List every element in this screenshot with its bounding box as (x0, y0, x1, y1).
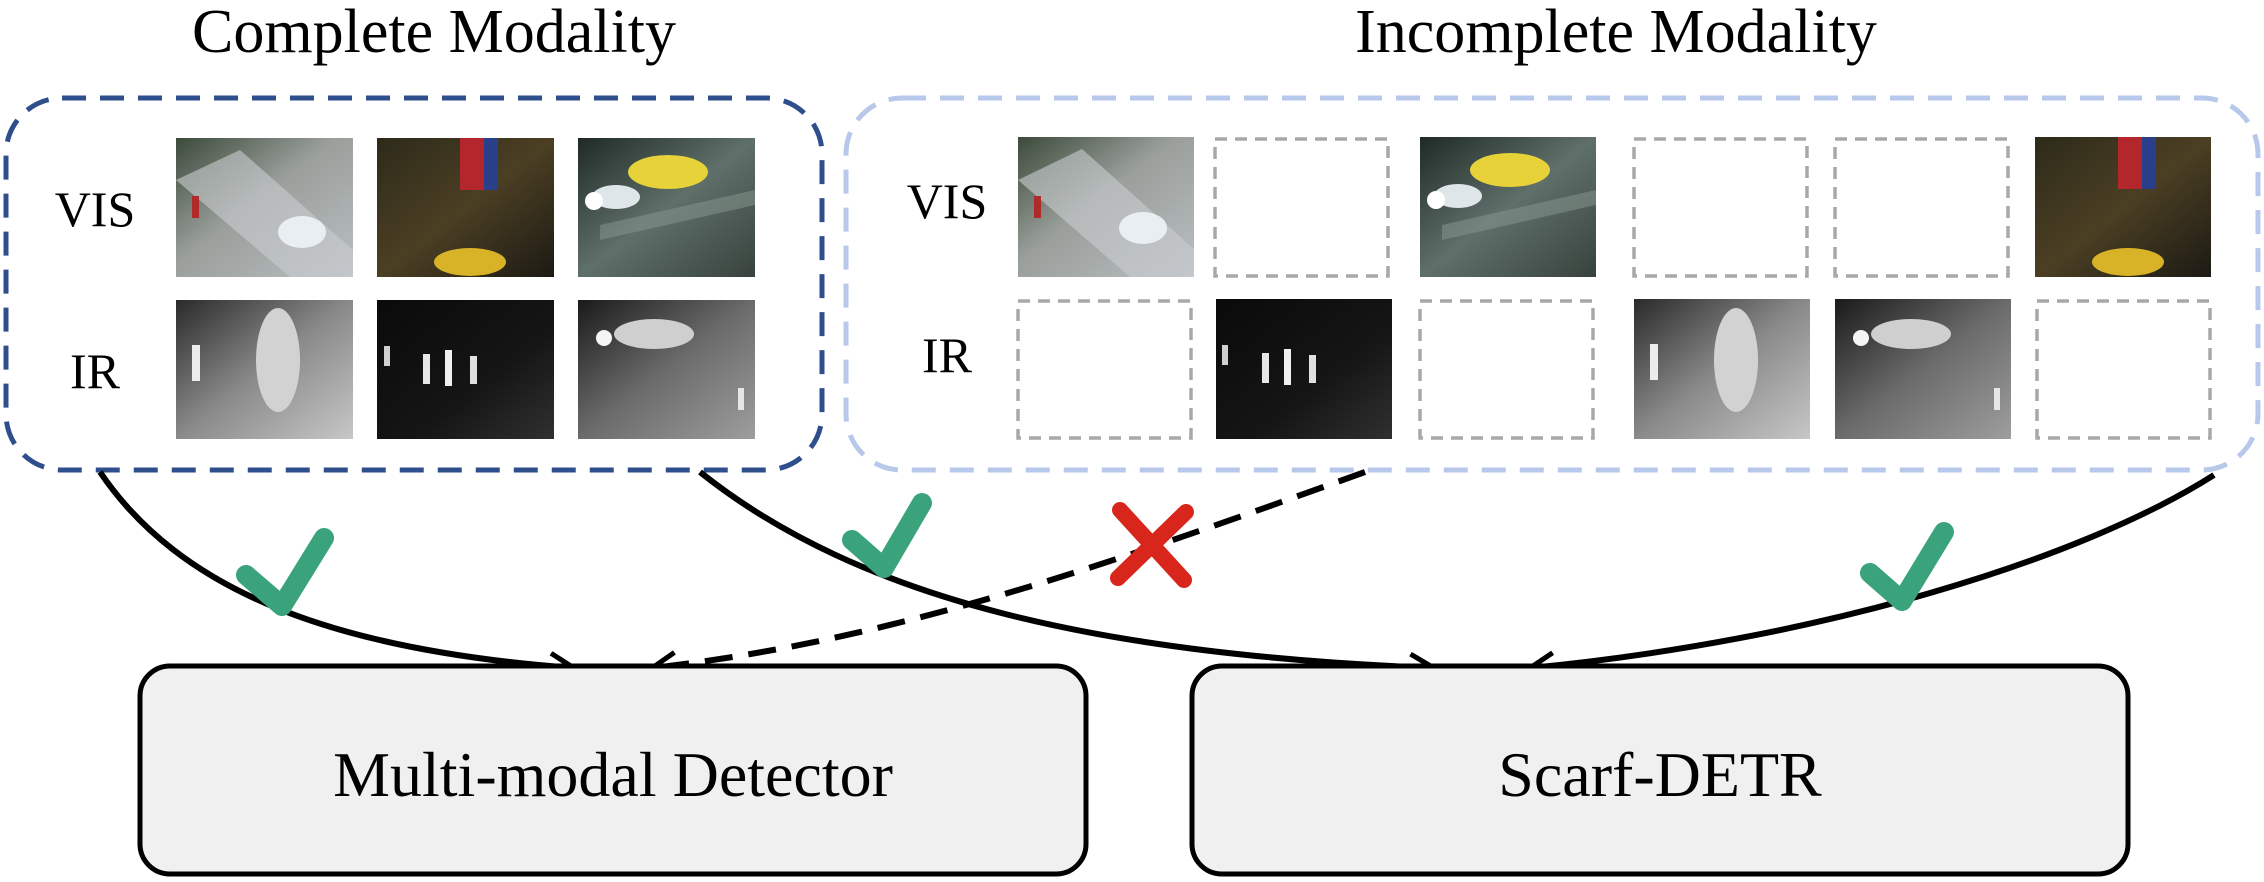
arrow-incomplete-to-multimodal (652, 469, 1367, 668)
cross-icon (1110, 502, 1194, 588)
complete-ir-thumbnails (176, 300, 755, 439)
ir-thumbnail (377, 300, 554, 439)
incomplete-vis-row (1018, 137, 2211, 278)
check-icon (842, 493, 932, 578)
ir-thumbnail (1835, 299, 2011, 439)
incomplete-modality-box (843, 95, 2261, 473)
scarf-detr-label: Scarf-DETR (1498, 739, 1822, 810)
multimodal-detector-box (137, 663, 1089, 877)
ir-thumbnail (578, 300, 755, 439)
arrow-complete-to-multimodal (97, 470, 574, 668)
ir-thumbnail (1216, 299, 1392, 439)
missing-ir-slot (2035, 299, 2212, 440)
complete-vis-label: VIS (55, 181, 136, 237)
complete-ir-label: IR (70, 343, 121, 399)
scarf-detr-box (1189, 663, 2131, 877)
check-icon (1860, 522, 1954, 611)
vis-thumbnail (1420, 137, 1596, 277)
arrow-complete-to-scarf-detr (698, 469, 1434, 668)
vis-thumbnail (377, 138, 554, 277)
incomplete-vis-label: VIS (907, 173, 988, 229)
ir-thumbnail (1634, 299, 1810, 439)
missing-vis-slot (1833, 137, 2010, 278)
incomplete-ir-label: IR (922, 327, 973, 383)
missing-ir-slot (1016, 299, 1193, 440)
incomplete-modality-title: Incomplete Modality (1355, 0, 1877, 66)
vis-thumbnail (2035, 137, 2211, 277)
ir-thumbnail (176, 300, 353, 439)
missing-ir-slot (1418, 299, 1595, 440)
missing-vis-slot (1632, 137, 1809, 278)
vis-thumbnail (578, 138, 755, 277)
multimodal-detector-label: Multi-modal Detector (333, 739, 893, 810)
arrow-incomplete-to-scarf-detr (1530, 472, 2216, 668)
vis-thumbnail (1018, 137, 1194, 277)
complete-modality-title: Complete Modality (192, 0, 676, 66)
missing-vis-slot (1213, 137, 1390, 278)
vis-thumbnail (176, 138, 353, 277)
check-icon (236, 528, 334, 616)
incomplete-ir-row (1016, 299, 2212, 440)
complete-modality-box (3, 95, 825, 473)
complete-vis-thumbnails (176, 138, 755, 277)
